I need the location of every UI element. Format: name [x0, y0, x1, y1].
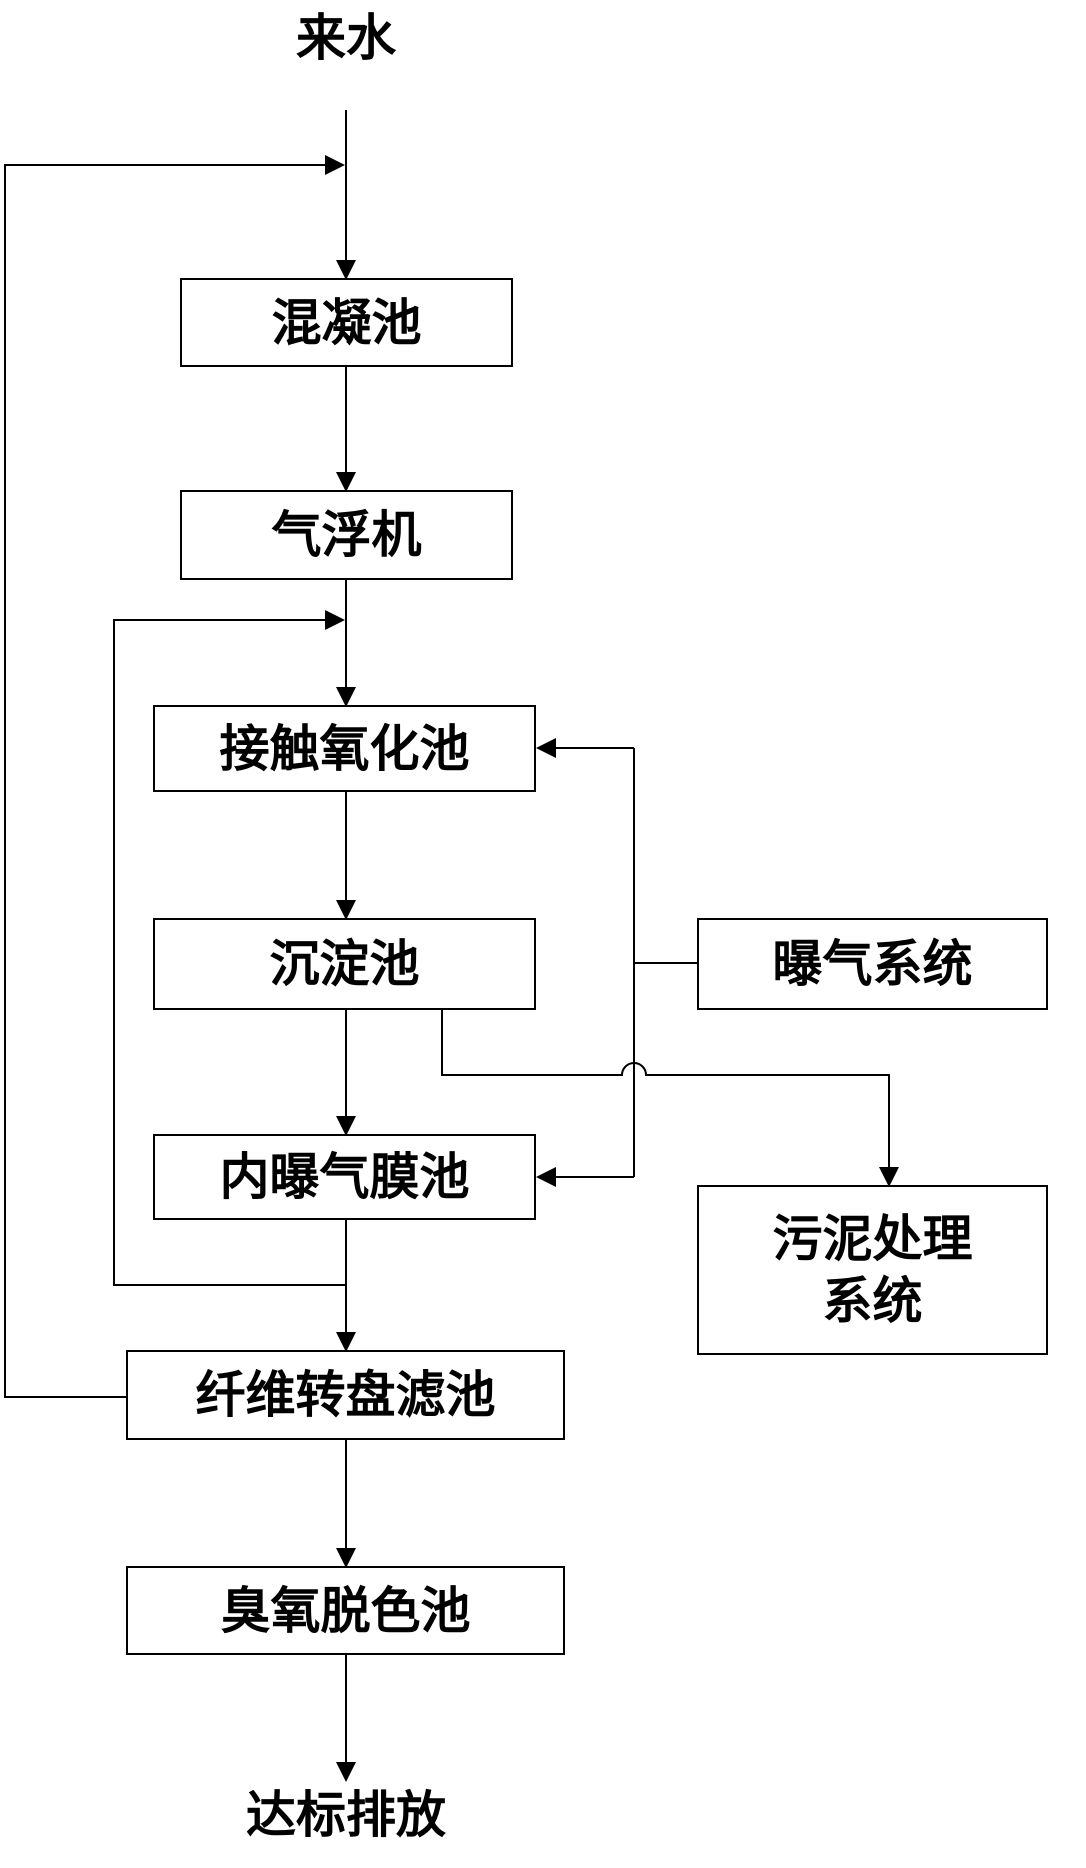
sludge-system-label: 污泥处理 系统 [772, 1209, 973, 1330]
mixing-tank-box: 混凝池 [180, 278, 513, 367]
ozone-decolor-box: 臭氧脱色池 [126, 1566, 565, 1655]
mixing-tank-label: 混凝池 [271, 292, 422, 352]
inflow-label: 来水 [266, 8, 426, 68]
discharge-label: 达标排放 [196, 1785, 496, 1845]
air-flotation-label: 气浮机 [271, 505, 422, 564]
air-flotation-box: 气浮机 [180, 490, 513, 580]
membrane-tank-label: 内曝气膜池 [219, 1147, 470, 1206]
recycle-line-outer [4, 155, 345, 1398]
fiber-filter-label: 纤维转盘滤池 [195, 1365, 496, 1424]
sludge-system-box: 污泥处理 系统 [697, 1185, 1048, 1355]
sedimentation-box: 沉淀池 [153, 918, 536, 1010]
recycle-line-inner [113, 610, 346, 1286]
fiber-filter-box: 纤维转盘滤池 [126, 1350, 565, 1440]
discharge-text: 达标排放 [246, 1785, 446, 1844]
contact-oxidation-label: 接触氧化池 [219, 718, 470, 778]
sedimentation-label: 沉淀池 [269, 934, 420, 993]
inflow-text: 来水 [296, 8, 396, 67]
ozone-decolor-label: 臭氧脱色池 [220, 1580, 471, 1640]
aeration-system-label: 曝气系统 [772, 934, 973, 993]
contact-oxidation-box: 接触氧化池 [153, 705, 536, 792]
membrane-tank-box: 内曝气膜池 [153, 1134, 536, 1220]
sludge-line [441, 1010, 899, 1187]
aeration-system-box: 曝气系统 [697, 918, 1048, 1010]
